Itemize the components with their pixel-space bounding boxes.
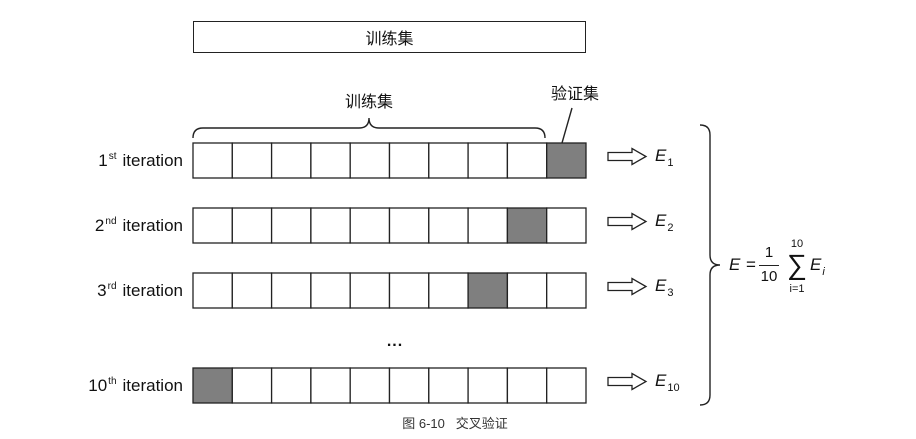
training-fold-cell bbox=[428, 272, 469, 309]
training-fold-cell bbox=[231, 207, 273, 244]
error-subscript: 2 bbox=[667, 222, 674, 234]
training-fold-cell bbox=[270, 142, 312, 179]
training-fold-cell bbox=[506, 367, 548, 404]
training-brace bbox=[192, 117, 546, 139]
error-label-3: E3 bbox=[655, 276, 674, 299]
training-fold-cell bbox=[546, 207, 587, 244]
ordinal-suffix: th bbox=[108, 376, 117, 387]
training-fold-cell bbox=[231, 367, 273, 404]
training-fold-cell bbox=[310, 142, 351, 179]
training-fold-cell bbox=[428, 367, 469, 404]
training-fold-cell bbox=[192, 272, 233, 309]
formula-denominator: 10 bbox=[760, 268, 778, 285]
error-subscript: 1 bbox=[667, 157, 674, 169]
error-symbol: E bbox=[655, 211, 667, 230]
training-fold-cell bbox=[546, 272, 587, 309]
training-fold-cell bbox=[467, 367, 509, 404]
iteration-word: iteration bbox=[122, 216, 183, 235]
error-symbol: E bbox=[655, 371, 667, 390]
training-set-label: 训练集 bbox=[344, 94, 393, 111]
figure-caption: 图 6-10 交叉验证 bbox=[402, 416, 508, 431]
formula-fraction-bar bbox=[759, 265, 779, 267]
training-fold-cell bbox=[388, 142, 430, 179]
validation-fold-cell bbox=[192, 367, 233, 404]
training-fold-cell bbox=[349, 367, 391, 404]
omitted-rows-ellipsis: ... bbox=[386, 333, 404, 350]
ordinal-suffix: nd bbox=[105, 216, 117, 227]
sum-symbol-icon: ∑ bbox=[787, 249, 807, 280]
hollow-arrow-icon bbox=[607, 212, 648, 231]
iteration-label-1: 1st iteration bbox=[0, 151, 183, 171]
training-fold-cell bbox=[349, 142, 391, 179]
formula-equals: = bbox=[746, 255, 756, 274]
formula-term-subscript: i bbox=[822, 266, 825, 278]
iteration-word: iteration bbox=[122, 281, 183, 300]
training-fold-cell bbox=[231, 142, 273, 179]
validation-fold-cell bbox=[467, 272, 509, 309]
error-label-2: E2 bbox=[655, 211, 674, 234]
training-fold-cell bbox=[192, 142, 233, 179]
training-fold-cell bbox=[231, 272, 273, 309]
validation-set-label: 验证集 bbox=[550, 86, 599, 103]
iteration-label-3: 3rd iteration bbox=[0, 281, 183, 301]
training-fold-cell bbox=[310, 207, 351, 244]
formula-sum-lower: i=1 bbox=[789, 283, 805, 295]
error-subscript: 10 bbox=[667, 382, 680, 394]
formula-numerator: 1 bbox=[764, 244, 774, 261]
iteration-word: iteration bbox=[122, 151, 183, 170]
formula-lhs: E bbox=[729, 255, 741, 274]
iteration-label-10: 10th iteration bbox=[0, 376, 183, 396]
training-fold-cell bbox=[467, 142, 509, 179]
training-fold-cell bbox=[310, 272, 351, 309]
error-subscript: 3 bbox=[667, 287, 674, 299]
iteration-number: 3 bbox=[97, 281, 107, 300]
ordinal-suffix: rd bbox=[107, 281, 117, 292]
error-label-10: E10 bbox=[655, 371, 680, 394]
errors-brace bbox=[699, 124, 721, 406]
error-symbol: E bbox=[655, 276, 667, 295]
training-fold-cell bbox=[546, 367, 587, 404]
training-fold-cell bbox=[428, 142, 469, 179]
hollow-arrow-icon bbox=[607, 277, 648, 296]
training-fold-cell bbox=[388, 207, 430, 244]
error-label-1: E1 bbox=[655, 146, 674, 169]
ordinal-suffix: st bbox=[108, 151, 117, 162]
training-fold-cell bbox=[388, 367, 430, 404]
iteration-number: 2 bbox=[94, 216, 105, 235]
iteration-number: 10 bbox=[88, 376, 108, 395]
formula-term: Ei bbox=[810, 255, 825, 278]
iteration-row-3 bbox=[192, 272, 587, 309]
full-training-set-bar: 训练集 bbox=[193, 21, 586, 53]
iteration-row-1 bbox=[192, 142, 587, 179]
training-fold-cell bbox=[310, 367, 351, 404]
error-symbol: E bbox=[655, 146, 667, 165]
training-fold-cell bbox=[270, 272, 312, 309]
validation-leader-line bbox=[561, 107, 573, 144]
training-fold-cell bbox=[467, 207, 509, 244]
training-fold-cell bbox=[192, 207, 233, 244]
training-fold-cell bbox=[349, 272, 391, 309]
iteration-number: 1 bbox=[98, 151, 108, 170]
validation-fold-cell bbox=[506, 207, 548, 244]
hollow-arrow-icon bbox=[607, 372, 648, 391]
formula-term-symbol: E bbox=[810, 255, 822, 274]
hollow-arrow-icon bbox=[607, 147, 648, 166]
training-fold-cell bbox=[428, 207, 469, 244]
training-fold-cell bbox=[270, 367, 312, 404]
training-fold-cell bbox=[506, 272, 548, 309]
training-fold-cell bbox=[349, 207, 391, 244]
iteration-word: iteration bbox=[122, 376, 183, 395]
training-fold-cell bbox=[270, 207, 312, 244]
training-fold-cell bbox=[506, 142, 548, 179]
iteration-label-2: 2nd iteration bbox=[0, 216, 183, 236]
training-fold-cell bbox=[388, 272, 430, 309]
validation-fold-cell bbox=[546, 142, 587, 179]
formula-sum-upper: 10 bbox=[790, 238, 804, 250]
iteration-row-2 bbox=[192, 207, 587, 244]
iteration-row-10 bbox=[192, 367, 587, 404]
